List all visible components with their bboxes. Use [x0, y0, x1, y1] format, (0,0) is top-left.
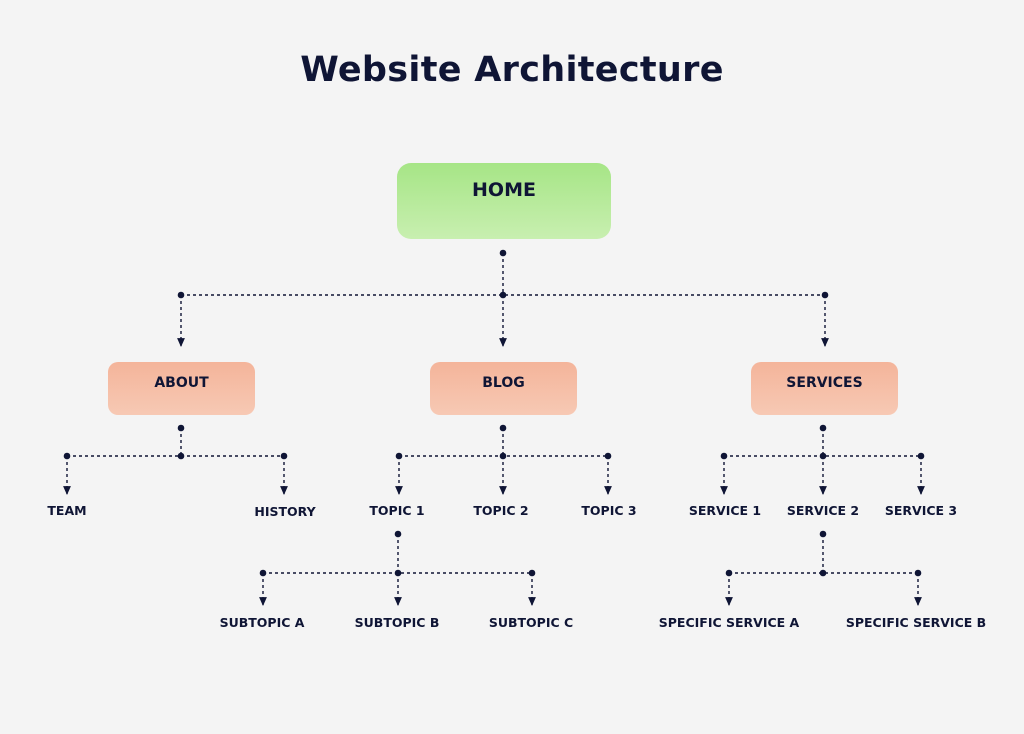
node-service-1: SERVICE 1 [688, 503, 762, 518]
node-specific-service-a: SPECIFIC SERVICE A [658, 615, 800, 630]
node-blog: BLOG [430, 362, 577, 415]
node-topic-2: TOPIC 2 [473, 503, 529, 518]
node-service-2: SERVICE 2 [786, 503, 860, 518]
node-about: ABOUT [108, 362, 255, 415]
node-subtopic-b: SUBTOPIC B [354, 615, 440, 630]
node-team: TEAM [47, 503, 87, 518]
node-specific-service-b: SPECIFIC SERVICE B [845, 615, 987, 630]
node-subtopic-c: SUBTOPIC C [488, 615, 574, 630]
node-service-3: SERVICE 3 [884, 503, 958, 518]
node-home: HOME [397, 163, 611, 239]
node-topic-3: TOPIC 3 [581, 503, 637, 518]
node-history: HISTORY [254, 504, 316, 519]
page-title: Website Architecture [300, 50, 724, 90]
node-topic-1: TOPIC 1 [369, 503, 425, 518]
node-subtopic-a: SUBTOPIC A [219, 615, 305, 630]
node-services: SERVICES [751, 362, 898, 415]
